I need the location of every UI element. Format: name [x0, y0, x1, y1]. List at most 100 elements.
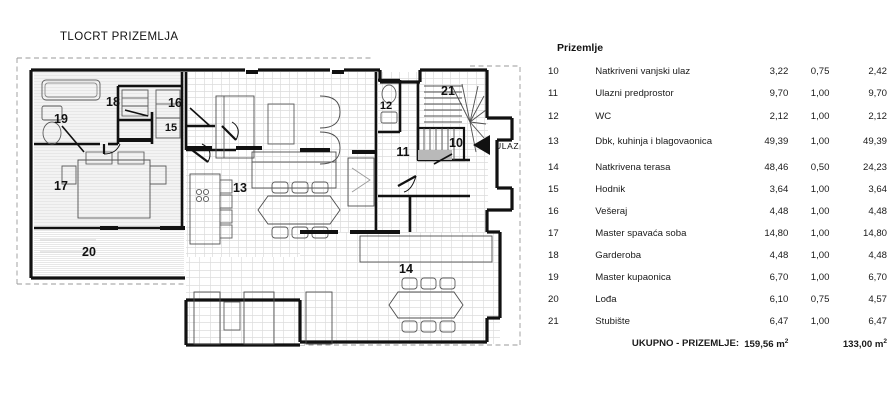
row-factor: 1,00 — [810, 205, 830, 217]
table-row: 21 Stubište 6,47 1,00 6,47 — [548, 311, 887, 333]
row-number: 20 — [548, 294, 559, 306]
row-number: 11 — [548, 88, 558, 100]
table-total-row: UKUPNO - PRIZEMLJE: 159,56 m2 133,00 m2 — [548, 333, 887, 355]
total-net: 133,00 m2 — [829, 333, 887, 355]
row-factor: 0,50 — [810, 161, 830, 173]
row-name: Vešeraj — [595, 205, 628, 217]
row-factor: 1,00 — [810, 272, 830, 284]
row-number: 16 — [548, 205, 559, 217]
row-total: 4,57 — [868, 294, 887, 306]
total-gross: 159,56 m2 — [739, 333, 788, 355]
row-number: 12 — [548, 110, 559, 122]
row-factor: 1,00 — [810, 88, 830, 100]
room-number-17: 17 — [54, 179, 68, 193]
table-row: 13 Dbk, kuhinja i blagovaonica 49,39 1,0… — [548, 127, 887, 156]
area-schedule-panel: Prizemlje 10 Natkriveni vanjski ulaz 3,2… — [548, 0, 887, 400]
table-row: 14 Natkrivena terasa 48,46 0,50 24,23 — [548, 156, 887, 178]
row-name: Master spavaća soba — [595, 227, 687, 239]
row-number: 21 — [548, 316, 559, 328]
row-total: 4,48 — [868, 205, 887, 217]
door-swings — [102, 121, 417, 193]
row-factor: 1,00 — [810, 227, 830, 239]
total-gross-value: 159,56 m — [744, 339, 785, 351]
floor-plan-drawing: TLOCRT PRIZEMLJA — [16, 31, 521, 347]
row-name: Natkrivena terasa — [595, 161, 671, 173]
row-area: 4,48 — [769, 205, 789, 217]
row-number: 10 — [548, 66, 559, 78]
table-row: 17 Master spavaća soba 14,80 1,00 14,80 — [548, 223, 887, 245]
plan-vector: 10 11 12 13 14 15 16 17 18 19 20 21 ULAZ — [16, 57, 521, 347]
room-number-16: 16 — [168, 96, 182, 110]
schedule-heading: Prizemlje — [557, 42, 604, 54]
room-number-13: 13 — [233, 181, 247, 195]
row-name: Lođa — [595, 294, 617, 306]
row-factor: 1,00 — [810, 250, 830, 262]
plan-title: TLOCRT PRIZEMLJA — [60, 31, 179, 43]
row-name: WC — [595, 110, 612, 122]
row-total: 49,39 — [862, 136, 887, 148]
total-spacer — [548, 333, 595, 355]
row-total: 6,70 — [868, 272, 887, 284]
row-total: 9,70 — [868, 88, 887, 100]
row-total: 2,12 — [868, 110, 887, 122]
row-area: 2,12 — [769, 110, 789, 122]
table-row: 19 Master kupaonica 6,70 1,00 6,70 — [548, 267, 887, 289]
row-area: 6,47 — [769, 316, 789, 328]
room-number-20: 20 — [82, 245, 96, 259]
row-total: 24,23 — [862, 161, 887, 173]
row-number: 18 — [548, 250, 559, 262]
total-net-unit: 2 — [883, 337, 887, 345]
row-area: 48,46 — [764, 161, 789, 173]
staircase — [416, 83, 487, 162]
row-total: 2,42 — [868, 66, 887, 78]
row-factor: 1,00 — [810, 110, 830, 122]
table-row: 16 Vešeraj 4,48 1,00 4,48 — [548, 200, 887, 222]
row-area: 6,70 — [769, 272, 789, 284]
row-number: 19 — [548, 272, 559, 284]
room-number-10: 10 — [449, 136, 463, 150]
table-row: 10 Natkriveni vanjski ulaz 3,22 0,75 2,4… — [548, 61, 887, 83]
row-number: 13 — [548, 136, 559, 148]
row-total: 14,80 — [862, 227, 887, 239]
openings — [100, 70, 400, 234]
row-name: Garderoba — [595, 250, 642, 262]
entrance-arrow-icon — [473, 135, 490, 155]
room-number-11: 11 — [396, 145, 409, 159]
row-area: 14,80 — [764, 227, 789, 239]
area-schedule-table: 10 Natkriveni vanjski ulaz 3,22 0,75 2,4… — [548, 61, 887, 355]
row-factor: 1,00 — [810, 316, 830, 328]
table-row: 18 Garderoba 4,48 1,00 4,48 — [548, 245, 887, 267]
row-number: 15 — [548, 183, 559, 195]
plot-boundary — [16, 57, 521, 346]
room-number-15: 15 — [165, 122, 177, 134]
row-area: 9,70 — [769, 88, 789, 100]
row-number: 17 — [548, 227, 559, 239]
row-area: 3,64 — [769, 183, 789, 195]
room-number-21: 21 — [441, 84, 455, 98]
entrance-label: ULAZ — [495, 141, 519, 151]
fixtures-and-furniture — [40, 79, 493, 345]
row-factor: 0,75 — [810, 294, 830, 306]
row-name: Ulazni predprostor — [595, 88, 674, 100]
entrance-marker: ULAZ — [473, 135, 519, 155]
row-factor: 1,00 — [810, 136, 830, 148]
total-net-value: 133,00 m — [842, 339, 884, 351]
row-area: 49,39 — [764, 136, 789, 148]
table-row: 15 Hodnik 3,64 1,00 3,64 — [548, 178, 887, 200]
room-number-19: 19 — [54, 112, 68, 126]
row-name: Stubište — [595, 316, 630, 328]
table-row: 12 WC 2,12 1,00 2,12 — [548, 105, 887, 127]
room-number-18: 18 — [106, 95, 120, 109]
room-number-labels: 10 11 12 13 14 15 16 17 18 19 20 21 — [54, 84, 463, 276]
row-name: Dbk, kuhinja i blagovaonica — [595, 136, 713, 148]
room-number-14: 14 — [399, 262, 413, 276]
row-name: Hodnik — [595, 183, 626, 195]
row-number: 14 — [548, 161, 559, 173]
row-name: Master kupaonica — [595, 272, 671, 284]
total-label: UKUPNO - PRIZEMLJE: — [631, 338, 740, 350]
label-leaders — [61, 107, 453, 165]
row-total: 6,47 — [868, 316, 887, 328]
total-empty — [788, 333, 829, 355]
row-total: 4,48 — [868, 250, 887, 262]
